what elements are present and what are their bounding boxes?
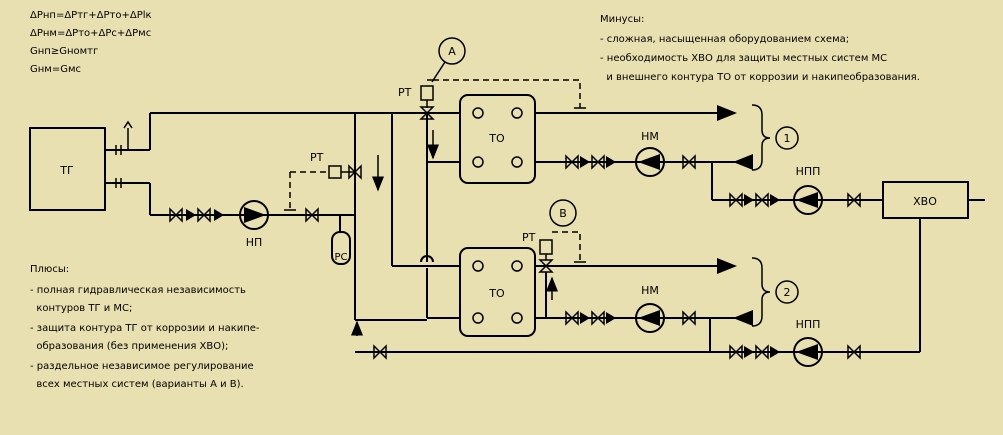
- strainer-group-np: [169, 207, 224, 223]
- regulator-rt2: РТ: [398, 79, 586, 120]
- plus-item-1: - полная гидравлическая независимость: [30, 285, 246, 296]
- minus-block: Минусы: - сложная, насыщенная оборудован…: [600, 14, 920, 83]
- to2-label: ТО: [488, 287, 505, 300]
- variant-a-marker: A: [431, 37, 466, 83]
- plus-item-5: - раздельное независимое регулирование: [30, 361, 254, 372]
- formula-2: ΔPнм=ΔPто+ΔPс+ΔPмс: [30, 28, 151, 39]
- variant-a-label: A: [448, 45, 456, 58]
- rt1-label: РТ: [310, 151, 324, 164]
- formula-block: ΔPнп=ΔPтг+ΔPто+ΔPlк ΔPнм=ΔPто+ΔPс+ΔPмс G…: [30, 10, 152, 75]
- plus-block: Плюсы: - полная гидравлическая независим…: [30, 264, 260, 390]
- pipe-makeup-1: НПП: [711, 162, 883, 215]
- minus-item-2: - необходимость ХВО для защиты местных с…: [600, 53, 887, 64]
- regulator-rt3: РТ: [522, 231, 586, 318]
- tank-rs-label: РС: [334, 252, 347, 263]
- plus-title: Плюсы:: [30, 264, 69, 275]
- plus-item-4: образования (без применения ХВО);: [30, 341, 228, 352]
- system-2-marker: 2: [751, 257, 799, 327]
- minus-title: Минусы:: [600, 14, 644, 25]
- npp2-label: НПП: [796, 318, 821, 331]
- heat-exchanger-to2: ТО: [459, 247, 536, 337]
- pump-np: НП: [239, 200, 269, 249]
- nm2-label: НМ: [641, 284, 659, 297]
- variant-b-marker: B: [549, 199, 577, 227]
- sys1-label: 1: [784, 132, 791, 145]
- system-1-marker: 1: [751, 104, 799, 171]
- npp1-label: НПП: [796, 165, 821, 178]
- formula-1: ΔPнп=ΔPтг+ΔPто+ΔPlк: [30, 10, 152, 21]
- regulator-rt1: РТ: [284, 151, 362, 211]
- pipe-supply-branch: [391, 113, 460, 267]
- variant-b-label: B: [559, 207, 567, 220]
- plus-item-2: контуров ТГ и МС;: [30, 303, 132, 314]
- water-treatment-hvo: ХВО: [882, 181, 985, 352]
- formula-3: Gнп≥Gномтг: [30, 46, 98, 57]
- rt2-label: РТ: [398, 86, 412, 99]
- rt3-label: РТ: [522, 231, 536, 244]
- pipe-ms2-return: НМ: [535, 284, 753, 333]
- nm1-label: НМ: [641, 130, 659, 143]
- expansion-tank-rs: РС: [331, 215, 351, 265]
- pipe-makeup-2: НПП: [351, 318, 920, 367]
- plus-item-6: всех местных систем (варианты А и В).: [30, 379, 244, 390]
- boiler-tg-label: ТГ: [59, 164, 74, 177]
- heat-exchanger-to1: ТО: [459, 94, 536, 184]
- plus-item-3: - защита контура ТГ от коррозии и накипе…: [30, 323, 260, 334]
- hvo-label: ХВО: [913, 195, 937, 208]
- boiler-tg: ТГ: [29, 127, 106, 211]
- sys2-label: 2: [784, 286, 791, 299]
- pump-np-label: НП: [246, 236, 263, 249]
- pipe-ms1-return: НМ: [535, 130, 753, 177]
- minus-item-3: и внешнего контура ТО от коррозии и наки…: [600, 72, 920, 83]
- minus-item-1: - сложная, насыщенная оборудованием схем…: [600, 34, 849, 45]
- pipe-bypass: [354, 113, 384, 320]
- formula-4: Gнм=Gмс: [30, 64, 81, 75]
- to1-label: ТО: [488, 132, 505, 145]
- valve-np-out: [305, 207, 319, 223]
- pipe-return-branch: [420, 113, 460, 319]
- pipe-tg-supply: [105, 112, 460, 155]
